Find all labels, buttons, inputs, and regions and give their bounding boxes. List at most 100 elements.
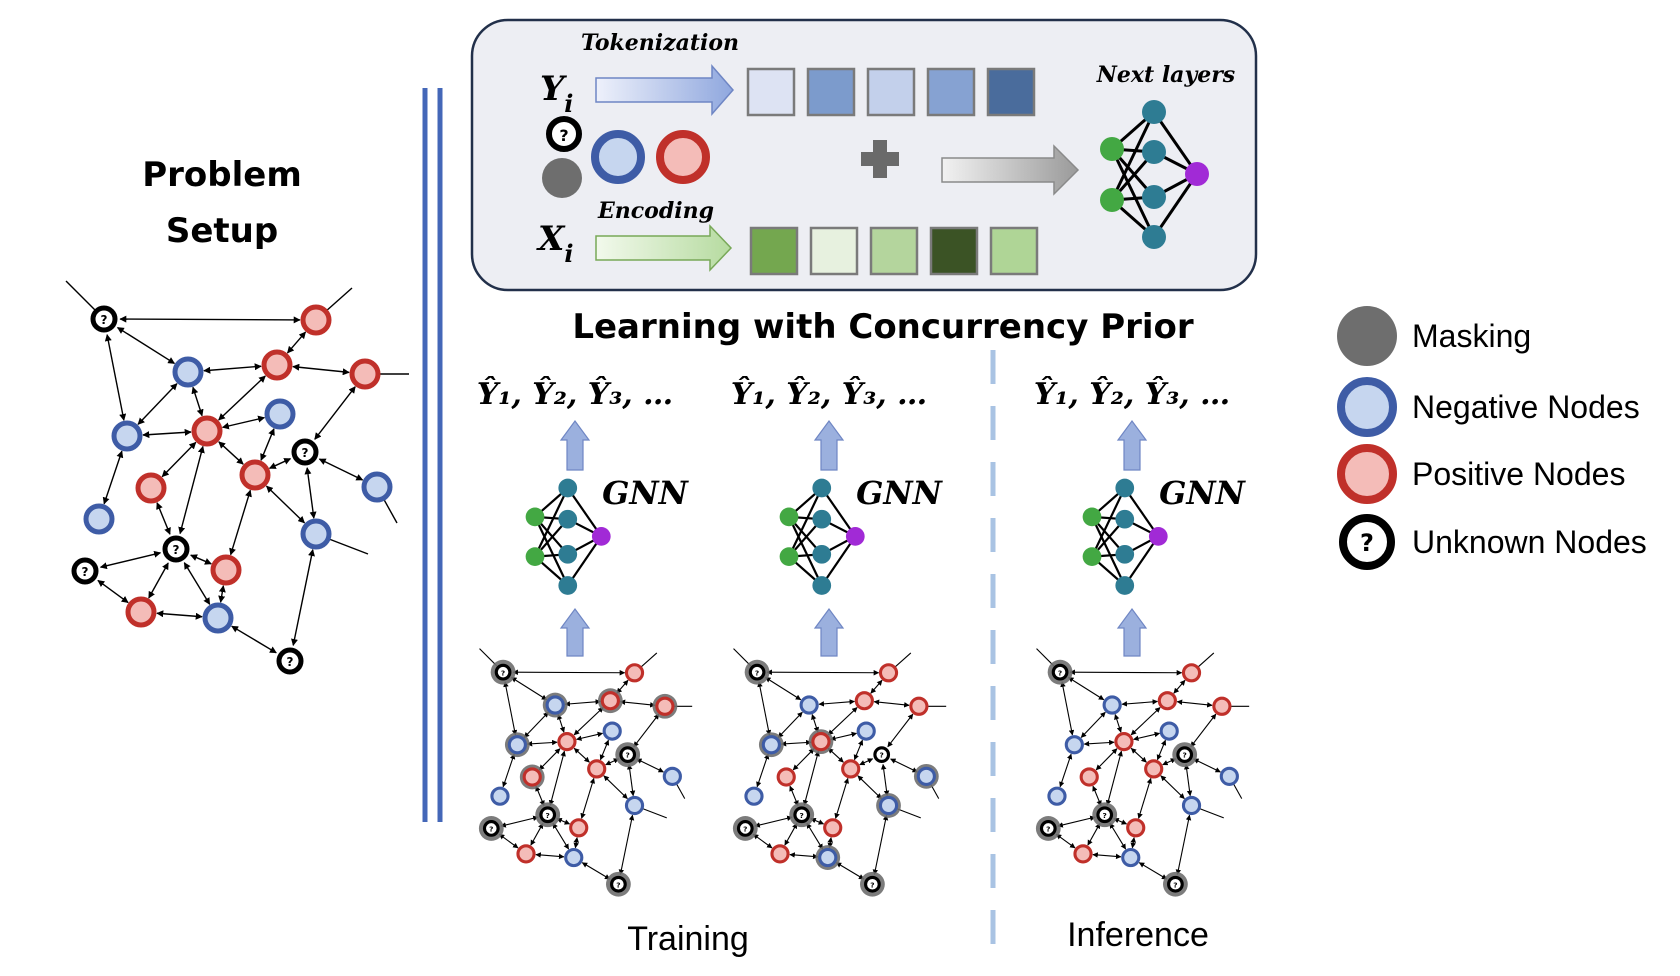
network-edge	[534, 516, 569, 586]
input-neuron	[1082, 547, 1102, 566]
graph-edge	[872, 814, 889, 876]
unknown-node	[494, 663, 512, 681]
positive-node-icon	[656, 130, 710, 184]
feature-token-row	[749, 226, 1039, 276]
graph-edge	[552, 822, 570, 850]
graph-edge	[148, 562, 169, 599]
unknown-node-mark: ?	[489, 825, 493, 834]
graph-edge	[777, 711, 803, 738]
negative-node	[916, 766, 936, 786]
graph-edge	[104, 334, 127, 421]
graph-edge	[806, 822, 824, 850]
input-neuron	[1082, 507, 1102, 527]
negative-node	[602, 721, 622, 741]
negative-node	[1121, 847, 1141, 868]
network-edge	[1110, 111, 1156, 201]
predictions-label: Ŷ₁, Ŷ₂, Ŷ₃, …	[731, 376, 927, 412]
inference-label: Inference	[1067, 916, 1209, 954]
up-arrow-icon	[559, 607, 591, 657]
network-edge	[1123, 487, 1160, 537]
graph-edge	[830, 731, 858, 741]
network-edge	[1091, 487, 1126, 558]
graph-edge	[827, 707, 858, 736]
output-neuron	[591, 527, 611, 546]
method-panel: Ŷ₁, Ŷ₂, Ŷ₃, …GNN?????	[1034, 376, 1250, 897]
graph-edge	[535, 852, 565, 860]
hidden-neuron	[558, 509, 578, 529]
unknown-node-mark: ?	[559, 126, 568, 145]
graph-edge	[142, 428, 192, 439]
unknown-node	[1096, 806, 1114, 824]
gnn-network	[779, 478, 865, 595]
positive-node	[624, 663, 645, 683]
label-token	[806, 67, 856, 117]
graph-edge	[1130, 747, 1147, 763]
training-label: Training	[627, 920, 749, 958]
gnn-network	[1082, 478, 1168, 595]
feature-token	[989, 226, 1039, 276]
graph-edge	[191, 386, 204, 417]
gnn-label: GNN	[1159, 474, 1247, 512]
negative-node	[111, 420, 143, 452]
graph-edge	[1190, 713, 1217, 748]
graph-edge	[1055, 833, 1076, 849]
positive-node	[516, 844, 536, 864]
encoding-label: Encoding	[597, 198, 714, 224]
graph-edge	[873, 699, 910, 708]
negative-node	[761, 735, 781, 755]
graph-edge	[784, 822, 798, 846]
negative-node	[1159, 721, 1179, 741]
unknown-node-mark: ?	[616, 880, 620, 889]
x-symbol: Xi	[536, 219, 574, 268]
unknown-node	[291, 438, 319, 466]
unknown-node	[276, 647, 304, 675]
predictions-label: Ŷ₁, Ŷ₂, Ŷ₃, …	[1034, 376, 1230, 412]
y-symbol: Yi	[540, 69, 573, 118]
unknown-node-mark: ?	[1058, 668, 1062, 677]
unknown-node	[90, 305, 118, 333]
unknown-node-mark: ?	[546, 811, 550, 820]
graph-edge	[890, 758, 918, 773]
input-neuron	[779, 507, 799, 527]
graph-edge	[1105, 750, 1123, 806]
hidden-neuron	[812, 478, 832, 498]
positive-node	[587, 759, 607, 779]
graph-edge	[766, 669, 880, 676]
graph-edge	[802, 750, 820, 806]
unknown-node-mark: ?	[82, 565, 89, 579]
positive-node	[349, 358, 381, 390]
graph-edge	[190, 554, 212, 565]
graph-edge	[538, 748, 561, 771]
positive-node	[655, 696, 675, 716]
positive-node	[854, 691, 874, 711]
method-panel: Ŷ₁, Ŷ₂, Ŷ₃, …GNN?????	[731, 376, 947, 897]
negative-node	[799, 695, 819, 715]
positive-node	[1181, 663, 1202, 683]
positive-node	[770, 844, 790, 864]
masked-graph: ?????	[478, 648, 693, 897]
graph-edge	[229, 489, 252, 556]
graph-edge	[511, 677, 548, 701]
positive-node	[823, 818, 843, 838]
negative-node	[264, 398, 296, 430]
unknown-node-mark: ?	[755, 668, 759, 677]
negative-node	[1047, 786, 1067, 806]
positive-node	[1157, 691, 1177, 711]
unknown-node-mark: ?	[880, 751, 884, 760]
unknown-node	[482, 820, 500, 837]
graph-edge	[523, 711, 549, 738]
unknown-node-mark: ?	[743, 825, 747, 834]
positive-node	[135, 472, 167, 504]
output-neuron	[845, 527, 865, 546]
graph-edge	[1137, 777, 1152, 819]
unknown-node-mark: ?	[302, 446, 309, 460]
positive-node	[191, 415, 223, 447]
unknown-node	[1039, 820, 1057, 837]
positive-node	[557, 732, 577, 752]
unknown-node	[748, 663, 766, 681]
up-arrow-icon	[813, 607, 845, 657]
unknown-node	[736, 820, 754, 837]
network-edge	[566, 487, 603, 537]
graph-edge	[780, 739, 812, 747]
network-edge	[1110, 148, 1156, 238]
